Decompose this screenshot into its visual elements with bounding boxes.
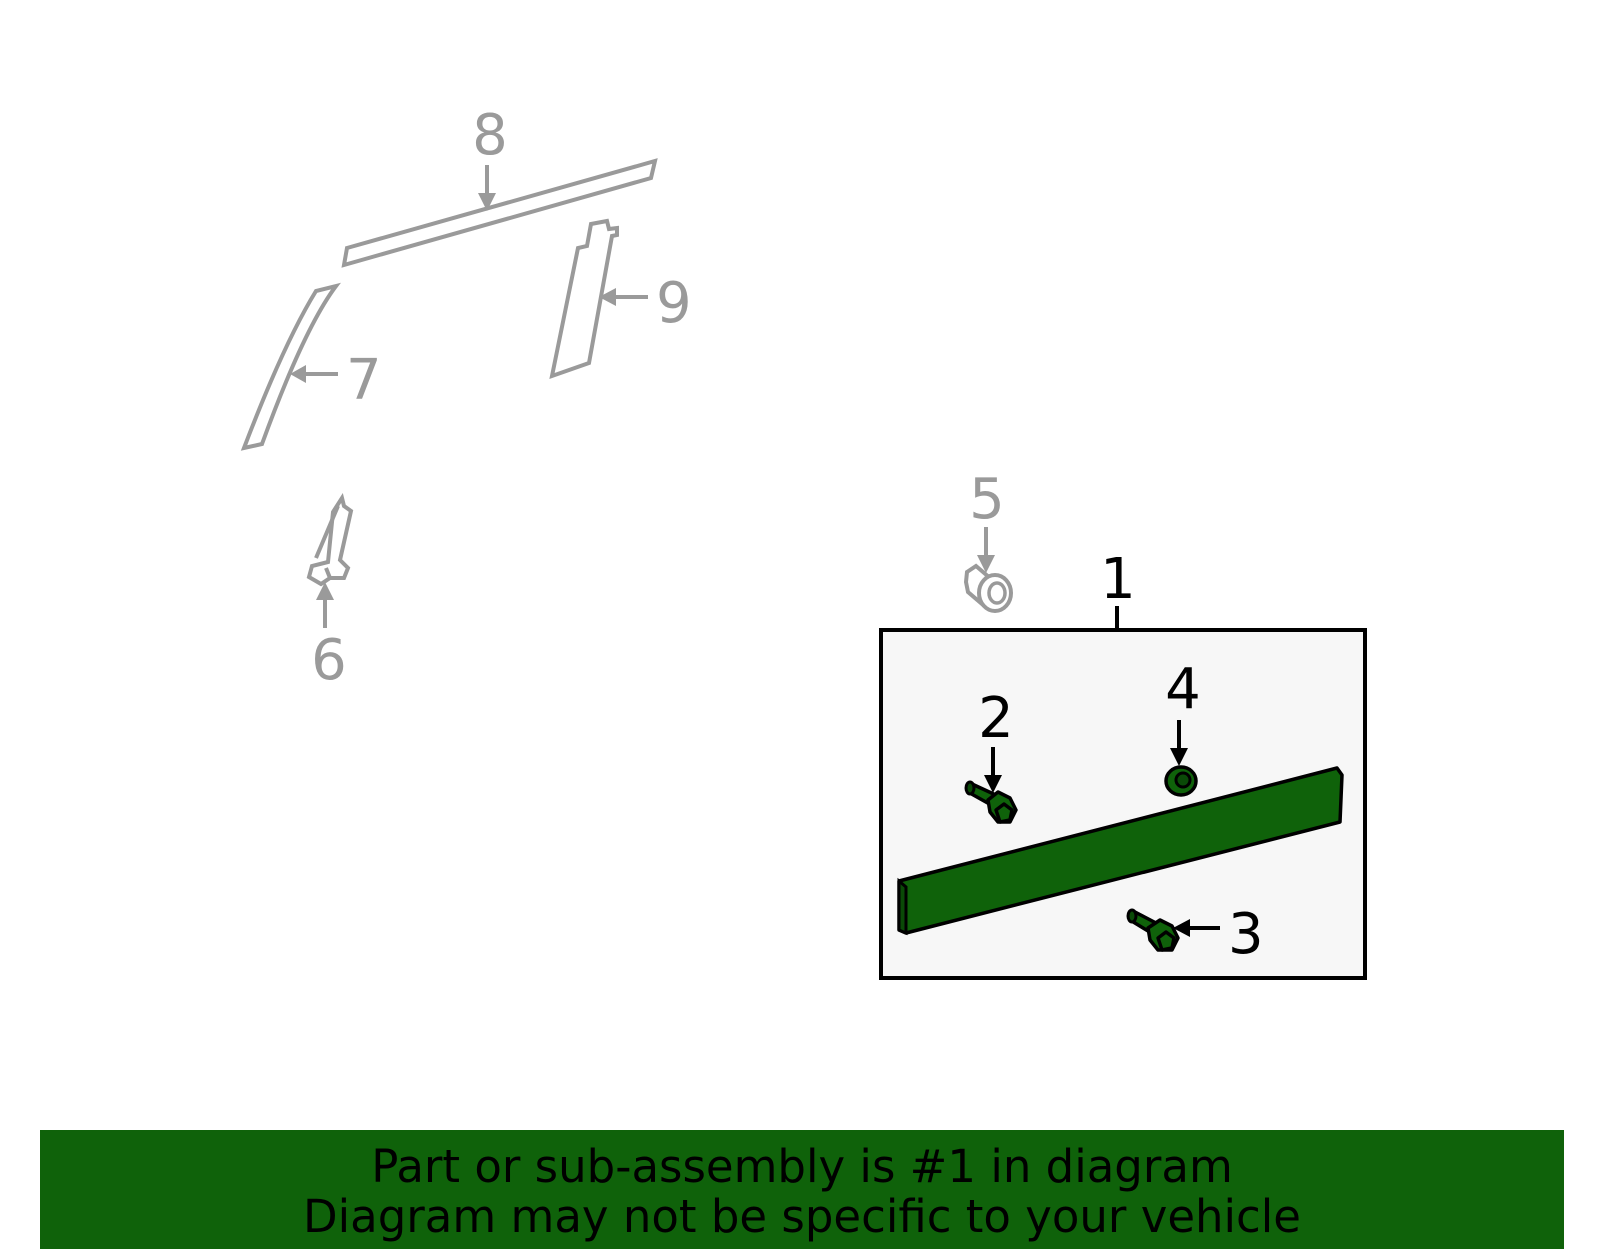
part-7-molding: [240, 282, 341, 451]
callout-2: 2: [978, 686, 1014, 793]
callout-8: 8: [472, 103, 508, 211]
callout-2-label: 2: [978, 686, 1014, 751]
part-2-bolt: [964, 780, 1018, 824]
part-5-nut: [963, 563, 1013, 613]
part-3-bolt: [1126, 908, 1180, 952]
callout-6-label: 6: [311, 628, 347, 693]
callout-6: 6: [311, 582, 347, 693]
callout-8-label: 8: [472, 103, 508, 168]
part-6-clip: [306, 493, 354, 587]
part-8-molding: [341, 158, 658, 268]
callout-3-label: 3: [1228, 902, 1264, 967]
callout-9: 9: [599, 271, 692, 336]
callout-9-label: 9: [656, 271, 692, 336]
callout-1-label: 1: [1100, 547, 1136, 612]
callout-4: 4: [1165, 657, 1201, 766]
part-1-door-molding: [897, 766, 1344, 936]
info-banner: Part or sub-assembly is #1 in diagram Di…: [40, 1130, 1564, 1249]
part-9-applique: [549, 218, 619, 380]
callout-1: 1: [1100, 547, 1136, 630]
part-4-nut: [1164, 765, 1198, 797]
callout-3: 3: [1173, 902, 1264, 967]
callout-5-label: 5: [969, 467, 1005, 532]
callout-4-label: 4: [1165, 657, 1201, 722]
callout-7: 7: [290, 348, 382, 413]
callout-5: 5: [969, 467, 1005, 573]
banner-line-2: Diagram may not be specific to your vehi…: [303, 1190, 1301, 1243]
callout-7-label: 7: [346, 348, 382, 413]
banner-line-1: Part or sub-assembly is #1 in diagram: [371, 1140, 1233, 1193]
